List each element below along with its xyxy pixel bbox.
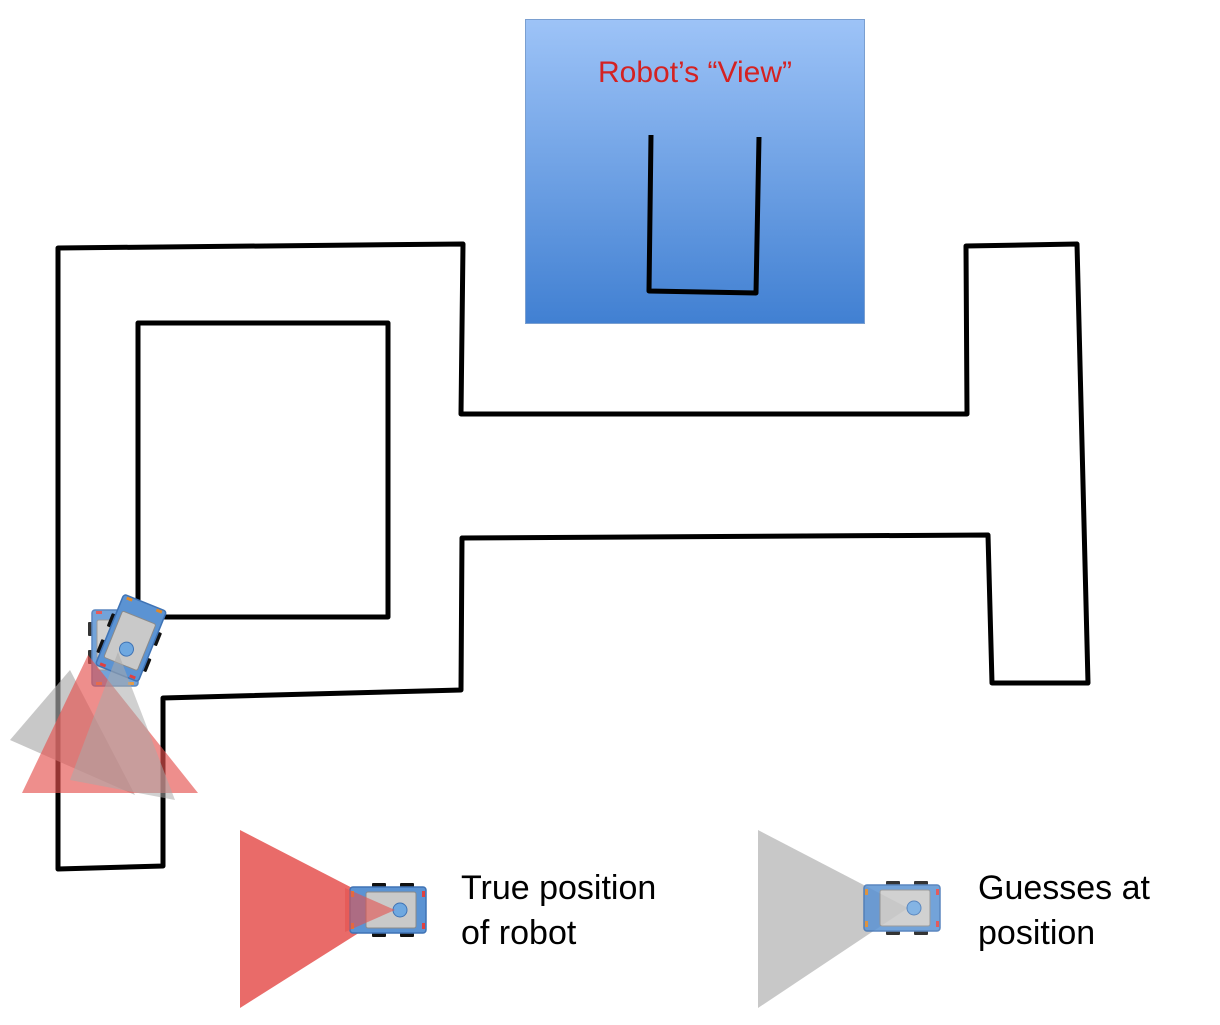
legend-guess-robot-icon [758,830,941,1008]
robot-view-title: Robot’s “View” [598,56,792,89]
legend-true-position-label: True position of robot [461,869,657,952]
robot-view-panel: Robot’s “View” [525,19,865,324]
legend-guess-cone [758,830,908,1008]
true-robot-icon [22,591,198,800]
legend-true-robot-icon [240,830,427,1008]
robot-view-walls [646,134,762,296]
maze-inner-wall [135,320,391,620]
legend-true-cone [240,830,395,1008]
legend-guesses-label: Guesses at position [978,869,1150,952]
maze-outer-wall [55,241,1091,872]
